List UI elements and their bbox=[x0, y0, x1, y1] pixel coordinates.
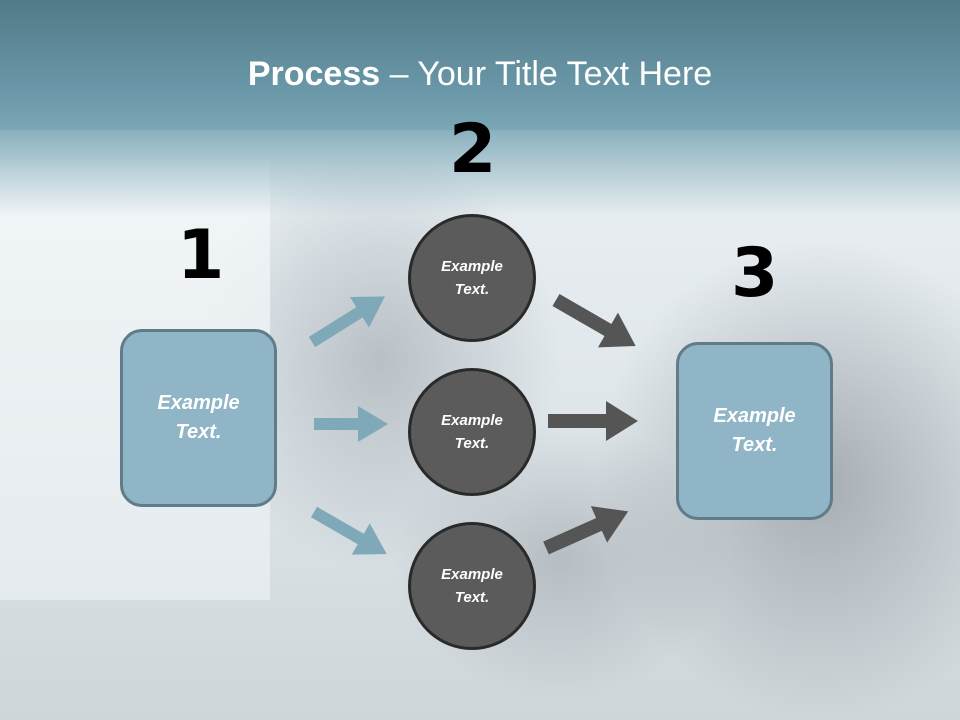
left-arrows bbox=[308, 296, 388, 555]
title-banner-fade bbox=[0, 126, 960, 216]
step-2-circle-top[interactable]: Example Text. bbox=[408, 214, 536, 342]
title-bold: Process bbox=[247, 55, 381, 93]
arrow-up-right-icon bbox=[543, 506, 629, 555]
step-1-text: Example Text. bbox=[157, 392, 240, 443]
right-arrows bbox=[543, 293, 638, 555]
step-number-3: 3 bbox=[731, 234, 779, 313]
arrow-down-right-icon bbox=[311, 506, 387, 555]
step-2-circle-middle[interactable]: Example Text. bbox=[408, 368, 536, 496]
step-3-box[interactable]: Example Text. bbox=[676, 342, 833, 520]
arrow-up-right-icon bbox=[308, 296, 385, 348]
arrow-right-icon bbox=[314, 406, 388, 442]
arrow-right-icon bbox=[548, 401, 638, 441]
title-banner bbox=[0, 0, 960, 130]
arrow-down-right-icon bbox=[552, 293, 636, 348]
slide-title: Process – Your Title Text Here bbox=[0, 52, 960, 96]
circle-bottom-text: Example Text. bbox=[441, 566, 503, 606]
step-2-circle-bottom[interactable]: Example Text. bbox=[408, 522, 536, 650]
step-number-1: 1 bbox=[177, 216, 225, 295]
circle-middle-text: Example Text. bbox=[441, 412, 503, 452]
title-rest: – Your Title Text Here bbox=[380, 55, 713, 93]
step-1-box[interactable]: Example Text. bbox=[120, 329, 277, 507]
circle-top-text: Example Text. bbox=[441, 258, 503, 298]
step-number-2: 2 bbox=[449, 110, 497, 189]
step-3-text: Example Text. bbox=[713, 405, 796, 456]
